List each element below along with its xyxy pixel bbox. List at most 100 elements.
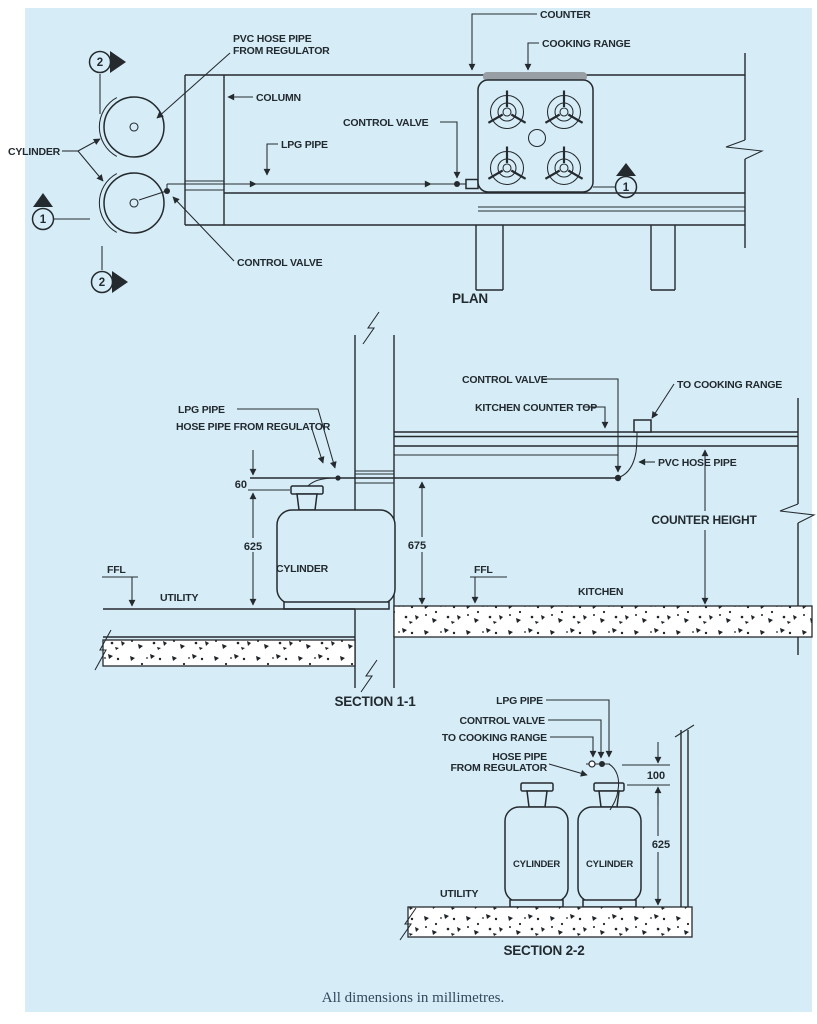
regulator-hose-curve bbox=[608, 763, 620, 811]
range-center-knob bbox=[527, 128, 547, 148]
s1-label-hose-pipe: HOSE PIPE FROM REGULATOR bbox=[176, 421, 331, 433]
ffl-label: FFL bbox=[107, 564, 126, 576]
kitchen-label: KITCHEN bbox=[578, 586, 623, 598]
wall-break-bottom bbox=[360, 659, 378, 693]
plan-view: 2 2 1 1 PVC HOSE PIPE FROM REGULATOR COU… bbox=[8, 9, 764, 306]
s2-utility-label: UTILITY bbox=[440, 888, 478, 900]
s1-label-pvc-hose-pipe: PVC HOSE PIPE bbox=[658, 457, 737, 469]
section-marker-1-left: 1 bbox=[31, 193, 90, 231]
dim-100: 100 bbox=[647, 770, 665, 782]
s2-label-hose-pipe-1: HOSE PIPE bbox=[492, 751, 547, 763]
plan-label-control-valve-top: CONTROL VALVE bbox=[343, 117, 429, 129]
ffl-label: FFL bbox=[474, 564, 493, 576]
control-valve-dot bbox=[614, 474, 622, 482]
cylinder-cap bbox=[593, 782, 625, 792]
plan-label-column: COLUMN bbox=[256, 92, 301, 104]
cylinder-top-circle bbox=[103, 172, 165, 234]
sheet-background bbox=[25, 8, 812, 1012]
section-marker-1-right: 1 bbox=[593, 163, 638, 199]
section-1-1-view: CYLINDER 60 625 675 bbox=[94, 311, 816, 709]
marker-number: 1 bbox=[623, 182, 630, 194]
cooking-range bbox=[477, 72, 594, 193]
dim-60-625: 60 625 bbox=[235, 450, 290, 606]
plan-label-lpg-pipe: LPG PIPE bbox=[281, 139, 328, 151]
section1-cylinder: CYLINDER bbox=[276, 477, 396, 610]
cooking-range-fitting bbox=[633, 419, 652, 433]
s2-label-lpg-pipe: LPG PIPE bbox=[496, 695, 543, 707]
dim-675: 675 bbox=[408, 540, 426, 552]
utility-floor bbox=[94, 608, 356, 671]
s2-label-to-cooking-range: TO COOKING RANGE bbox=[442, 732, 547, 744]
cylinder-label: CYLINDER bbox=[276, 563, 329, 575]
section-arrow-icon bbox=[616, 163, 636, 176]
cylinder-top-circle bbox=[103, 96, 165, 158]
section-marker-2-top: 2 bbox=[88, 50, 126, 114]
section2-floor bbox=[399, 906, 693, 941]
plan-title: PLAN bbox=[452, 291, 488, 306]
control-valve-dot bbox=[599, 761, 605, 767]
s1-label-kitchen-counter-top: KITCHEN COUNTER TOP bbox=[475, 402, 597, 414]
cylinder-cap bbox=[290, 485, 324, 495]
concrete-slab bbox=[407, 906, 693, 938]
cylinder-body bbox=[276, 509, 396, 605]
section2-pipe-assembly bbox=[586, 760, 620, 811]
dimensions-note: All dimensions in millimetres. bbox=[322, 990, 505, 1006]
hose-pipe-joint bbox=[335, 475, 341, 481]
section-1-1-title: SECTION 1-1 bbox=[334, 694, 416, 709]
plan-label-cylinder: CYLINDER bbox=[8, 146, 61, 158]
range-back-band bbox=[483, 72, 587, 81]
cooking-range-outlet bbox=[588, 760, 596, 768]
dim-675: 675 bbox=[403, 481, 432, 605]
section-arrow-icon bbox=[110, 51, 126, 73]
cylinder-cap bbox=[520, 782, 554, 792]
cylinder-foot bbox=[509, 899, 564, 908]
s1-label-lpg-pipe: LPG PIPE bbox=[178, 404, 225, 416]
plan-label-counter: COUNTER bbox=[540, 9, 591, 21]
plan-cylinders bbox=[98, 96, 166, 234]
counter-height-label: COUNTER HEIGHT bbox=[651, 513, 757, 527]
s1-label-control-valve: CONTROL VALVE bbox=[462, 374, 548, 386]
dim-counter-height: COUNTER HEIGHT bbox=[651, 449, 758, 605]
wall-break-top bbox=[362, 311, 380, 345]
ffl-kitchen: FFL bbox=[470, 564, 507, 604]
plan-label-pvc-hose-2: FROM REGULATOR bbox=[233, 45, 330, 57]
dim-60: 60 bbox=[235, 479, 247, 491]
cylinder-body bbox=[504, 806, 569, 903]
plan-label-pvc-hose-1: PVC HOSE PIPE bbox=[233, 33, 312, 45]
plan-label-control-valve-bottom: CONTROL VALVE bbox=[237, 257, 323, 269]
cylinder-neck bbox=[296, 493, 318, 511]
cylinder-collar-arc bbox=[98, 97, 118, 157]
marker-number: 2 bbox=[99, 277, 105, 289]
section2-cylinder-right: CYLINDER bbox=[577, 782, 642, 908]
section2-cylinder-left: CYLINDER bbox=[504, 782, 569, 908]
cylinder-collar-arc bbox=[98, 173, 118, 233]
concrete-slab bbox=[102, 639, 356, 667]
dim-100-625: 100 625 bbox=[622, 742, 674, 906]
section-2-2-title: SECTION 2-2 bbox=[503, 943, 584, 958]
cylinder-foot bbox=[283, 601, 390, 610]
cylinder-neck bbox=[526, 790, 548, 808]
s2-label-hose-pipe-2: FROM REGULATOR bbox=[450, 762, 547, 774]
marker-number: 1 bbox=[40, 214, 47, 226]
plan-label-cooking-range: COOKING RANGE bbox=[542, 38, 631, 50]
section-arrow-icon bbox=[112, 271, 128, 293]
s1-label-to-cooking-range: TO COOKING RANGE bbox=[677, 379, 782, 391]
cylinder-body bbox=[577, 806, 642, 903]
cylinder-label: CYLINDER bbox=[513, 859, 560, 870]
dim-625: 625 bbox=[244, 541, 262, 553]
pvc-hose-curve bbox=[619, 431, 638, 478]
cylinder-foot bbox=[582, 899, 637, 908]
cylinder-label: CYLINDER bbox=[586, 859, 633, 870]
wall-break bbox=[674, 724, 695, 738]
kitchen-concrete-slab bbox=[393, 605, 813, 638]
s2-label-control-valve: CONTROL VALVE bbox=[460, 715, 546, 727]
ffl-utility: FFL bbox=[102, 564, 138, 607]
section-marker-2-bottom: 2 bbox=[90, 246, 128, 294]
floor-break bbox=[399, 907, 417, 941]
marker-number: 2 bbox=[97, 57, 103, 69]
floor-break bbox=[94, 629, 112, 671]
section-2-2-view: CYLINDER CYLINDER UTILITY bbox=[399, 695, 695, 958]
dim-625: 625 bbox=[652, 839, 670, 851]
utility-label: UTILITY bbox=[160, 592, 198, 604]
